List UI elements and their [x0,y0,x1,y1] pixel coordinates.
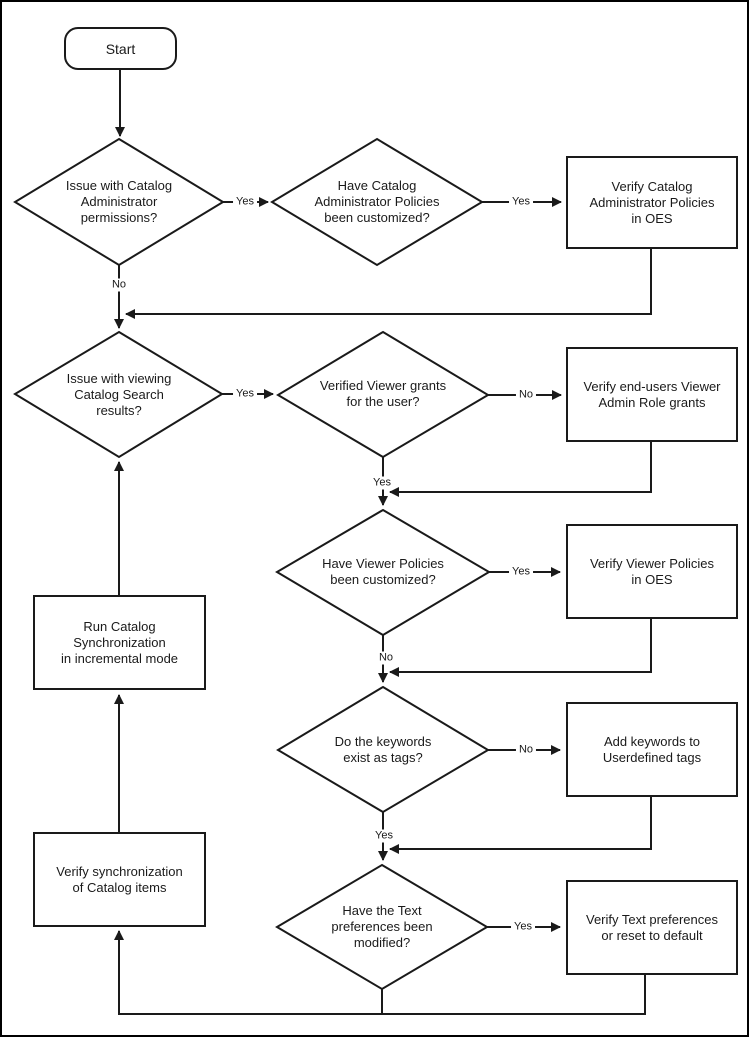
decision-text-prefs-label: Have the Text preferences been modified? [331,903,433,950]
process-verify-viewer-policies: Verify Viewer Policies in OES [566,524,738,619]
decision-issue-admin-shape [13,137,225,267]
flow-arrow-end-users-feedback [389,442,652,497]
decision-admin-policies-shape [270,137,484,267]
decision-admin-policies-label: Have Catalog Administrator Policies been… [314,178,440,225]
process-label: Verify synchronization of Catalog items [56,863,183,895]
decision-issue-admin-label: Issue with Catalog Administrator permiss… [65,178,173,225]
process-label: Run Catalog Synchronization in increment… [60,618,179,666]
edge-label-viewer-policies-no: No [375,651,397,665]
edge-label-viewing-yes: Yes [233,387,257,401]
process-verify-catalog-admin-policies: Verify Catalog Administrator Policies in… [566,156,738,249]
flow-arrow-verify-admin-feedback [125,249,652,319]
decision-viewer-policies-shape [275,508,491,637]
process-verify-text-prefs: Verify Text preferences or reset to defa… [566,880,738,975]
process-label: Verify Viewer Policies in OES [589,555,715,587]
process-add-keywords: Add keywords to Userdefined tags [566,702,738,797]
process-run-catalog-sync: Run Catalog Synchronization in increment… [33,595,206,690]
process-label: Verify Catalog Administrator Policies in… [589,178,715,226]
edge-label-viewer-policies-yes: Yes [509,565,533,579]
process-verify-sync-items: Verify synchronization of Catalog items [33,832,206,927]
process-verify-end-users-grants: Verify end-users Viewer Admin Role grant… [566,347,738,442]
process-label: Verify end-users Viewer Admin Role grant… [583,378,721,410]
flow-arrow-bottom-rail [114,930,646,1015]
decision-keywords-label: Do the keywords exist as tags? [334,734,432,765]
edge-label-text-prefs-yes: Yes [511,920,535,934]
decision-viewer-grants-shape [276,330,490,459]
edge-label-admin-yes: Yes [233,195,257,209]
process-label: Verify Text preferences or reset to defa… [586,911,718,943]
decision-viewer-grants-label: Verified Viewer grants for the user? [319,378,447,409]
decision-keywords-shape [276,685,490,814]
decision-issue-viewing-label: Issue with viewing Catalog Search result… [66,371,172,418]
edge-label-policies-yes: Yes [509,195,533,209]
decision-viewer-policies-label: Have Viewer Policies been customized? [322,556,444,587]
edge-label-keywords-no: No [515,743,537,757]
decision-issue-viewing-shape [13,330,224,459]
start-node: Start [64,27,177,70]
decision-text-prefs-shape [275,863,489,991]
start-node-label: Start [105,40,136,57]
edge-label-grants-no: No [515,388,537,402]
edge-label-keywords-yes: Yes [372,829,396,843]
flow-arrow-viewer-policies-feedback [389,619,652,677]
edge-label-admin-no: No [108,278,130,292]
edge-label-grants-yes: Yes [370,476,394,490]
process-label: Add keywords to Userdefined tags [602,733,702,765]
flow-arrow-add-keywords-feedback [389,797,652,854]
